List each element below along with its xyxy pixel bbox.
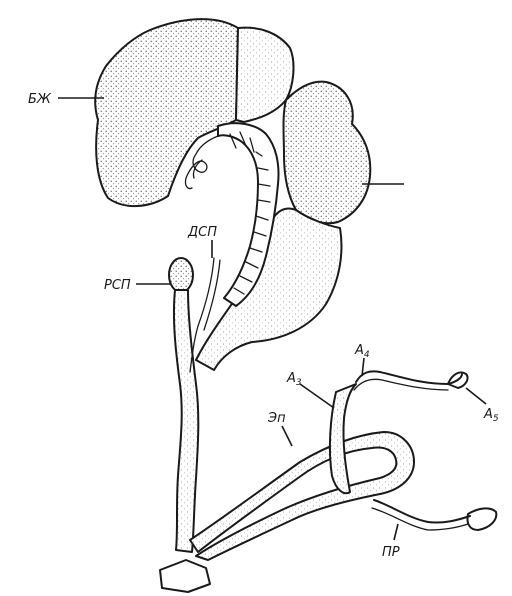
label-a4: А4 [354, 343, 370, 360]
leader-a3 [300, 384, 334, 408]
label-a3: А3 [286, 371, 302, 388]
reservoir-sac [169, 258, 193, 292]
base-plate [160, 560, 210, 592]
gland-right-lobe [284, 82, 371, 224]
leader-pr [394, 524, 398, 540]
label-rsp: РСП [104, 278, 131, 293]
tube-a4 [356, 371, 462, 384]
label-a5: А5 [483, 407, 499, 424]
label-pr: ПР [382, 545, 400, 560]
gland-left-lobe [95, 19, 238, 206]
label-dsp: ДСП [187, 225, 217, 240]
leader-ep [282, 426, 292, 446]
pr-branch [374, 500, 470, 523]
leader-a5 [466, 388, 486, 404]
pr-tip [467, 508, 496, 530]
tube-a4-inner [354, 379, 448, 390]
descending-ducts [174, 290, 198, 552]
lower-loop-duct [190, 432, 414, 560]
label-bzh: БЖ [28, 92, 52, 107]
label-ep: Эп [267, 411, 286, 426]
